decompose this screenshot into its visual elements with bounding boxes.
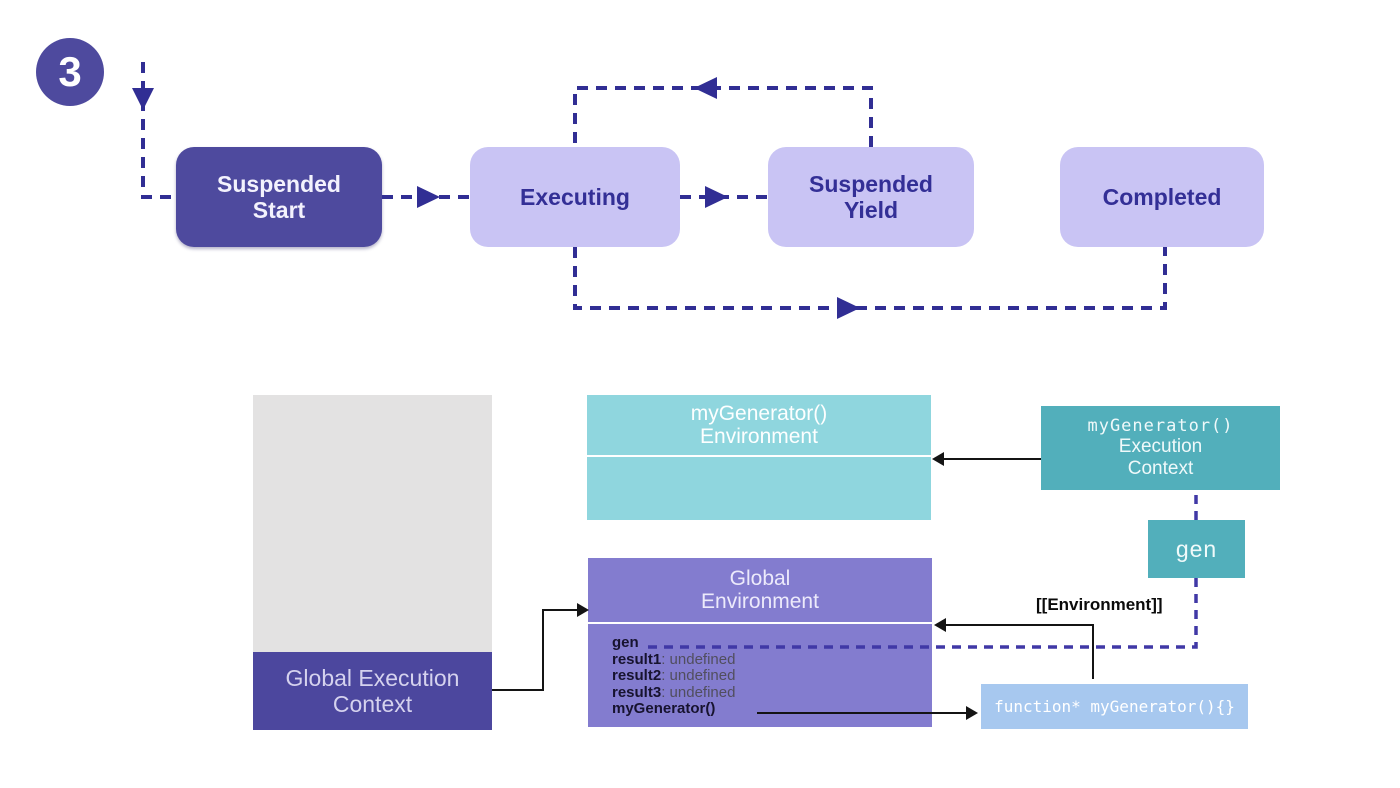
path-executing-to-completed bbox=[573, 247, 1167, 310]
loop-suspended-yield-to-executing bbox=[573, 86, 873, 147]
black-right-arrowhead-icon bbox=[966, 706, 978, 720]
variable-name: result1 bbox=[612, 650, 662, 668]
step-number: 3 bbox=[58, 48, 82, 95]
variable-value: : undefined bbox=[661, 683, 736, 701]
left-arrowhead-icon bbox=[694, 77, 717, 99]
generator-execution-context-code: myGenerator() bbox=[1087, 416, 1234, 437]
global-execution-context-label: Global Execution Context bbox=[285, 664, 460, 717]
state-label: Suspended Yield bbox=[809, 170, 933, 223]
variable-row-result1: result1: undefined bbox=[612, 650, 932, 669]
function-object-box: function* myGenerator(){} bbox=[981, 684, 1248, 729]
environment-link-label: [[Environment]] bbox=[1036, 595, 1163, 614]
global-execution-context-box: Global Execution Context bbox=[253, 652, 492, 730]
function-object-code: function* myGenerator(){} bbox=[994, 697, 1235, 716]
variable-value: : undefined bbox=[661, 667, 736, 684]
global-environment-box: Global Environment gen result1: undefine… bbox=[588, 558, 932, 727]
variable-name: result3 bbox=[612, 683, 662, 701]
black-left-arrowhead-icon bbox=[932, 452, 944, 466]
state-completed: Completed bbox=[1060, 147, 1264, 247]
call-stack-area bbox=[253, 395, 492, 652]
state-label: Completed bbox=[1102, 183, 1222, 210]
gen-object-box: gen bbox=[1148, 520, 1245, 578]
variable-name: result2 bbox=[612, 667, 662, 684]
variable-row-mygenerator: myGenerator() bbox=[612, 700, 932, 718]
variable-row-gen: gen bbox=[612, 634, 932, 652]
generator-environment-box: myGenerator() Environment bbox=[587, 395, 931, 520]
global-environment-header: Global Environment bbox=[588, 558, 932, 624]
generator-environment-title: myGenerator() Environment bbox=[690, 401, 828, 448]
generator-environment-header: myGenerator() Environment bbox=[587, 395, 931, 457]
entry-arrowhead-icon bbox=[132, 88, 154, 110]
variable-row-result3: result3: undefined bbox=[612, 683, 932, 702]
gen-object-label: gen bbox=[1175, 535, 1218, 562]
right-arrowhead-icon bbox=[705, 186, 728, 208]
state-suspended-start: Suspended Start bbox=[176, 147, 382, 247]
right-arrowhead-icon bbox=[417, 186, 440, 208]
generator-execution-context-label: Execution Context bbox=[1118, 436, 1203, 479]
right-arrowhead-icon bbox=[837, 297, 860, 319]
variable-value: : undefined bbox=[661, 650, 736, 668]
line-gec-to-global-environment bbox=[492, 609, 577, 691]
black-left-arrowhead-icon bbox=[934, 618, 946, 632]
variable-row-result2: result2: undefined bbox=[612, 667, 932, 685]
state-executing: Executing bbox=[470, 147, 680, 247]
global-environment-title: Global Environment bbox=[701, 566, 819, 613]
state-suspended-yield: Suspended Yield bbox=[768, 147, 974, 247]
global-environment-variables: gen result1: undefined result2: undefine… bbox=[588, 624, 932, 718]
state-label: Executing bbox=[520, 183, 630, 210]
variable-name: gen bbox=[612, 634, 639, 651]
step-number-badge: 3 bbox=[36, 38, 104, 106]
line-environment-link bbox=[946, 624, 1094, 679]
entry-path bbox=[141, 62, 176, 199]
state-label: Suspended Start bbox=[217, 170, 341, 223]
variable-name: myGenerator() bbox=[612, 700, 716, 717]
generator-execution-context-box: myGenerator() Execution Context bbox=[1041, 406, 1280, 490]
